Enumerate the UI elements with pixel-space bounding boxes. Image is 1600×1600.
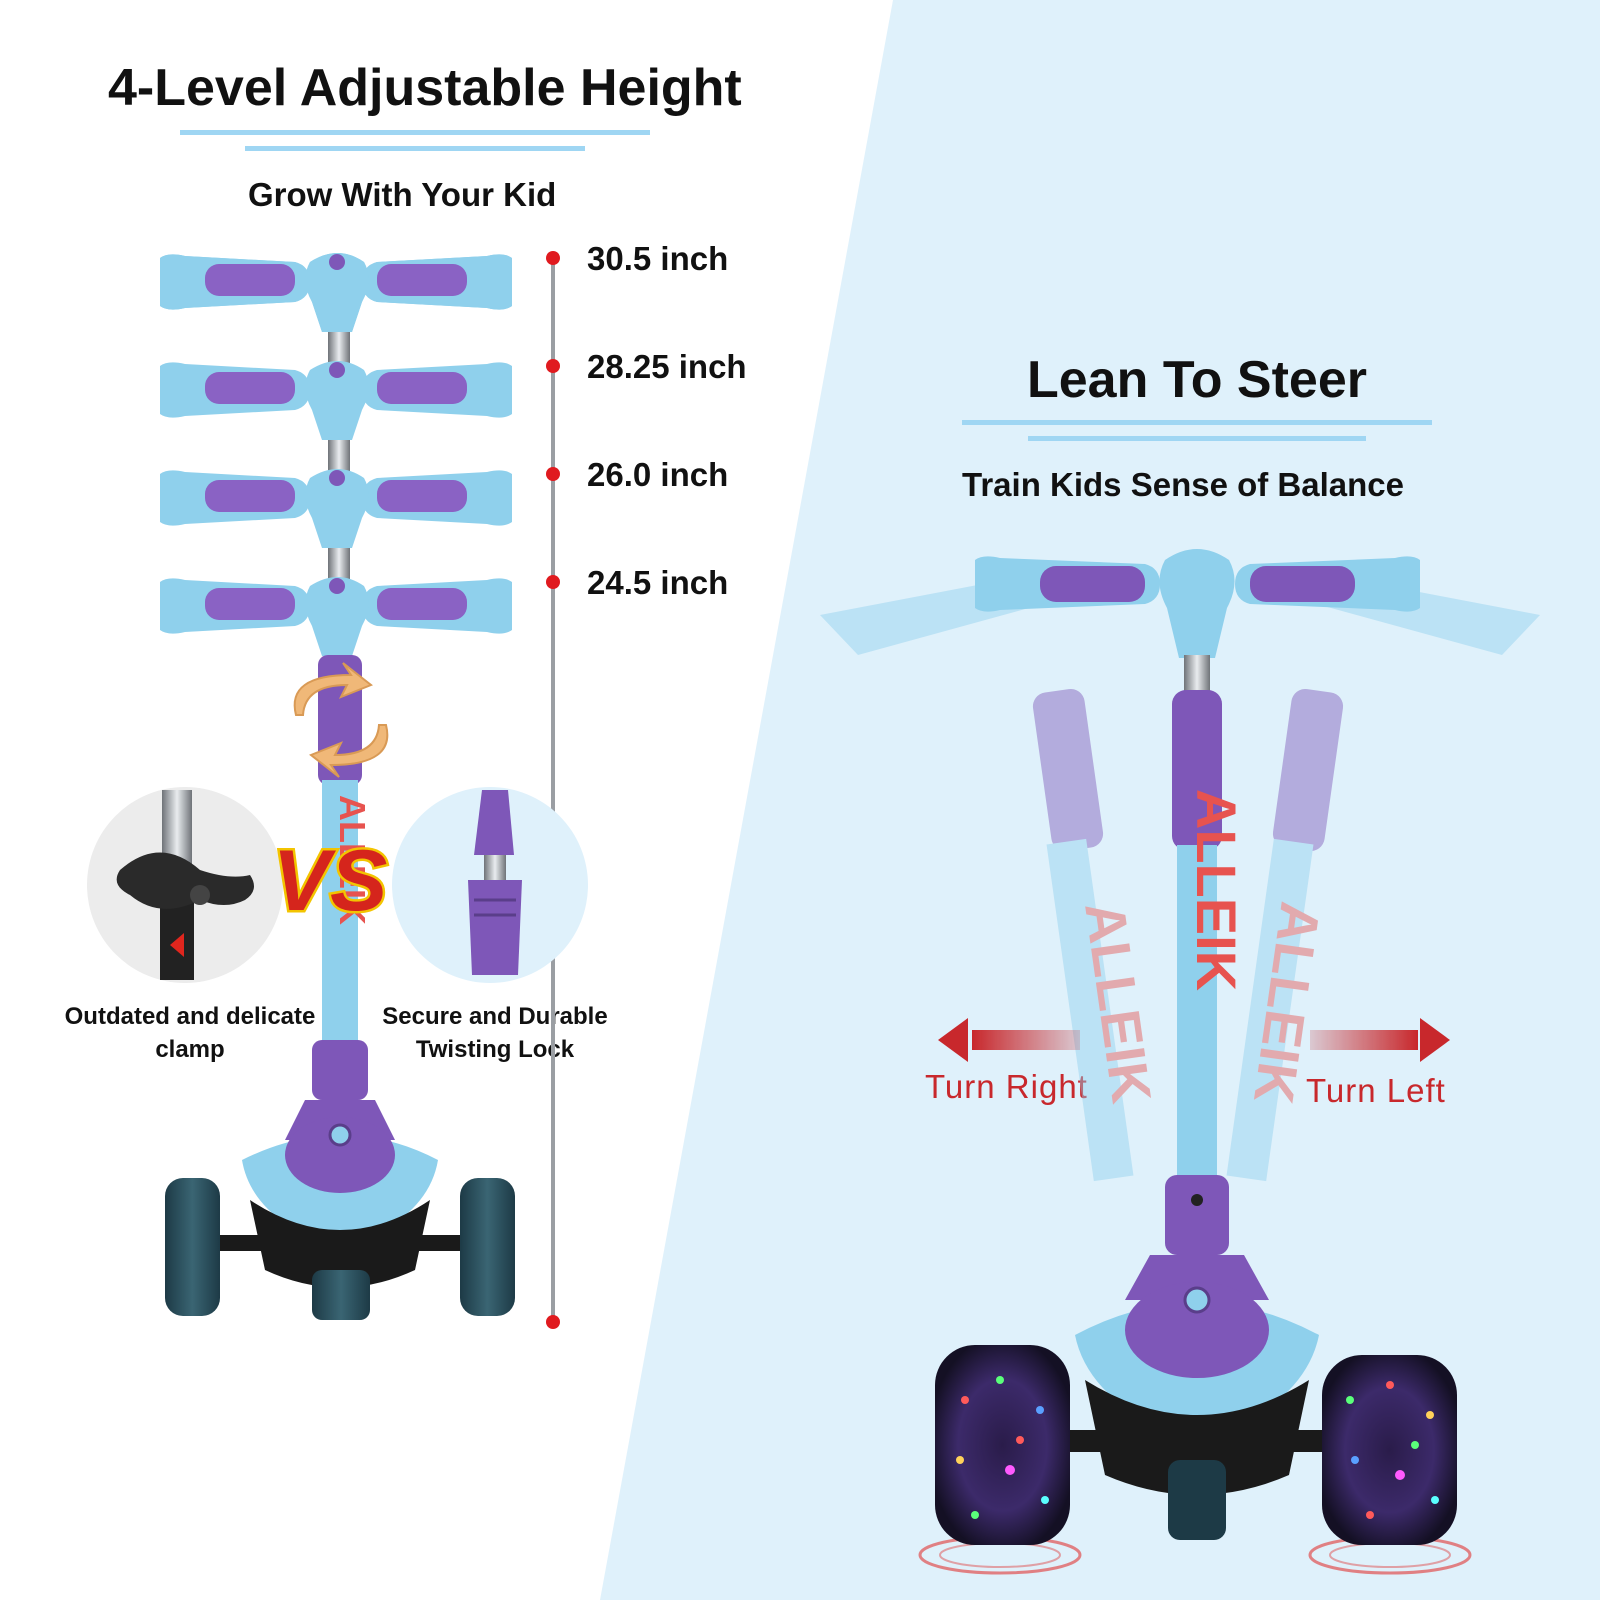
- left-front-wheel: [165, 1178, 220, 1316]
- handlebar-level-2: [160, 361, 512, 440]
- ground-marker: [546, 1315, 560, 1329]
- handlebar-level-4: [160, 577, 512, 656]
- left-title-underline-bottom: [245, 146, 585, 151]
- height-marker-4: [546, 575, 560, 589]
- height-label-3: 26.0 inch: [587, 456, 729, 493]
- twist-lock-caption: Secure and Durable Twisting Lock: [382, 1003, 608, 1063]
- left-scooter: ALLEIK: [165, 655, 515, 1320]
- rear-wheel: [312, 1270, 370, 1320]
- right-section-title: Lean To Steer: [1027, 351, 1368, 409]
- right-title-underline-bottom: [1028, 436, 1366, 441]
- clamp-lever-icon: [116, 852, 255, 909]
- right-section-subtitle: Train Kids Sense of Balance: [962, 466, 1404, 503]
- svg-text:VS: VS: [273, 833, 388, 929]
- stem-base: [312, 1040, 368, 1100]
- stem-tube: [322, 780, 358, 1050]
- height-scale: [546, 251, 560, 1329]
- twist-lock-photo: [392, 787, 588, 983]
- left-section-title: 4-Level Adjustable Height: [108, 59, 742, 117]
- left-title-underline-top: [180, 130, 650, 135]
- svg-text:ALLEIK: ALLEIK: [1242, 898, 1333, 1107]
- right-title-underline-top: [962, 420, 1432, 425]
- lean-ghost-right: ALLEIK: [1226, 575, 1540, 1182]
- turn-right-label: Turn Right: [925, 1068, 1088, 1105]
- height-label-4: 24.5 inch: [587, 564, 729, 601]
- height-label-2: 28.25 inch: [587, 348, 747, 385]
- led-wheel-left: [918, 1345, 1082, 1575]
- lean-ghost-left: ALLEIK: [820, 575, 1164, 1182]
- vs-badge: VS: [270, 831, 390, 932]
- svg-text:ALLEIK: ALLEIK: [1185, 789, 1248, 991]
- stem-brand-text: ALLEIK: [332, 795, 373, 925]
- right-front-wheel: [460, 1178, 515, 1316]
- handlebar-level-1: [160, 253, 512, 332]
- rotate-icon: [293, 662, 389, 778]
- right-scooter: ALLEIK ALLEIK ALLEIK: [820, 549, 1540, 1575]
- turn-left-label: Turn Left: [1306, 1072, 1446, 1109]
- height-marker-1: [546, 251, 560, 265]
- old-clamp-photo: [87, 787, 283, 983]
- handlebar-level-3: [160, 469, 512, 548]
- turn-right-arrow-icon: [938, 1018, 1080, 1062]
- height-marker-3: [546, 467, 560, 481]
- old-clamp-caption: Outdated and delicate clamp: [64, 1003, 316, 1063]
- led-wheel-right: [1308, 1355, 1472, 1575]
- turn-left-arrow-icon: [1310, 1018, 1450, 1062]
- height-marker-2: [546, 359, 560, 373]
- left-section-subtitle: Grow With Your Kid: [248, 176, 557, 213]
- height-label-1: 30.5 inch: [587, 240, 729, 277]
